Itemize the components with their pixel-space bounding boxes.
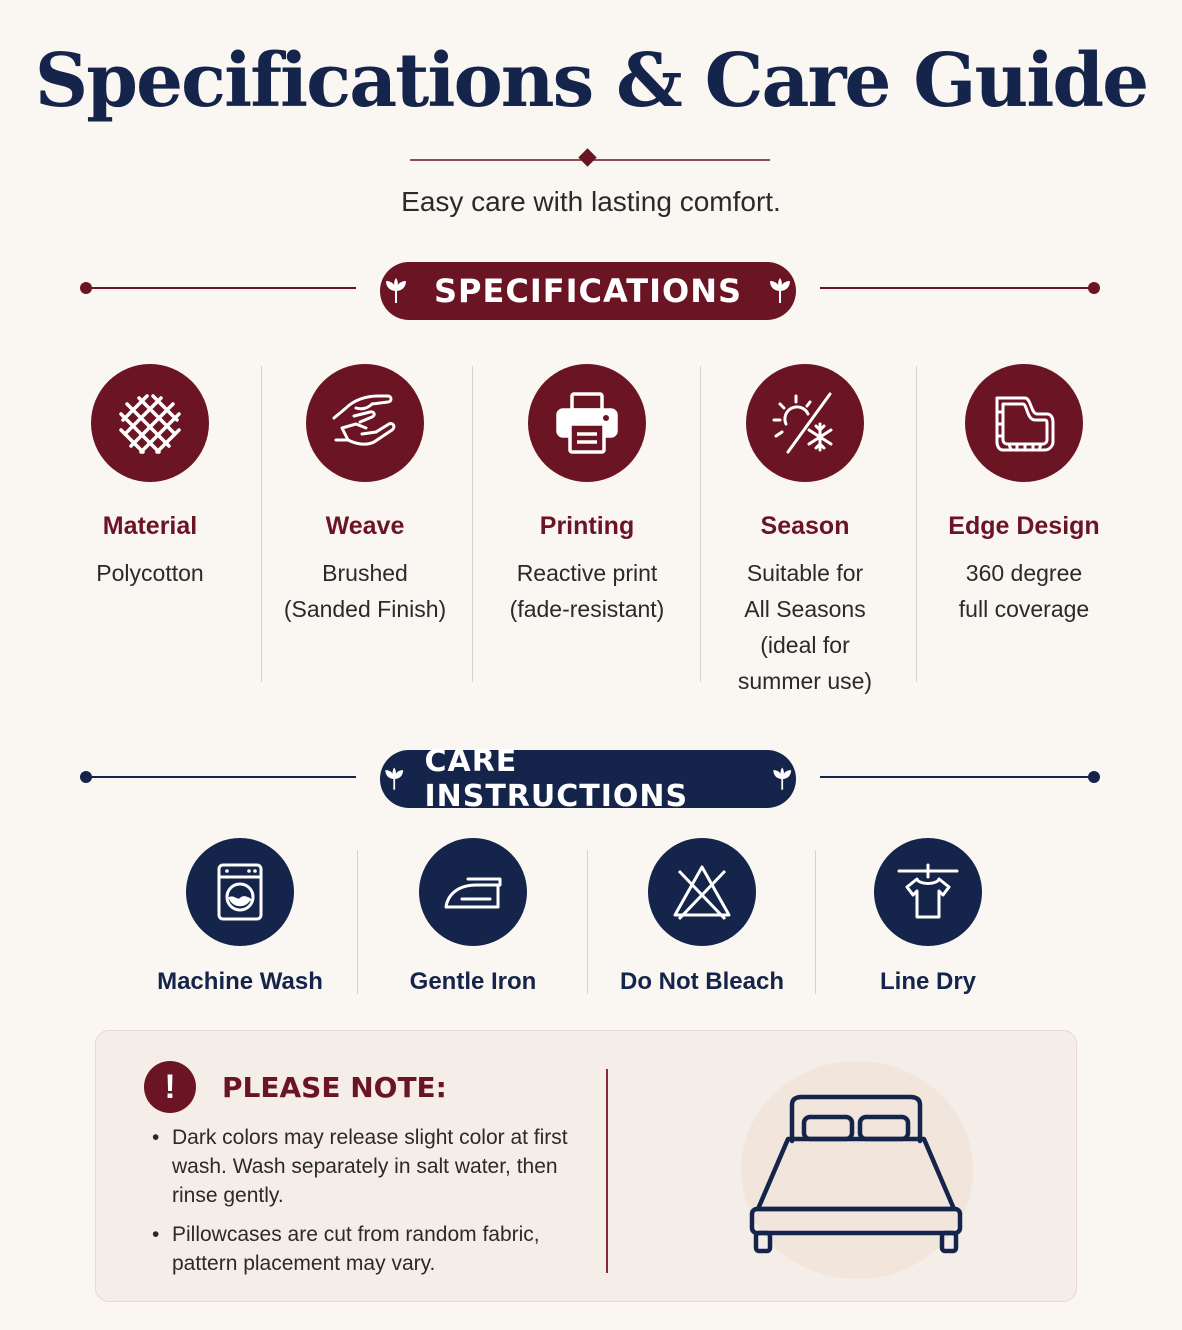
spec-material: Material Polycotton (60, 364, 240, 591)
leaf-icon (772, 767, 791, 790)
hands-icon (332, 394, 396, 446)
alert-icon: ! (144, 1061, 196, 1113)
spec-label: Weave (325, 512, 405, 540)
section-dot-right (1088, 282, 1100, 294)
leaf-icon (770, 278, 790, 303)
section-line-left (86, 776, 356, 778)
care-separator (587, 850, 588, 994)
spec-label: Printing (539, 512, 635, 540)
fabric-weave-icon (119, 394, 181, 454)
care-separator (815, 850, 816, 994)
spec-edge-design: Edge Design 360 degree full coverage (934, 364, 1114, 627)
care-icon-circle (419, 838, 527, 946)
care-heading-text: CARE INSTRUCTIONS (424, 744, 689, 814)
spec-separator (261, 366, 262, 682)
spec-label: Material (102, 512, 198, 540)
spec-separator (916, 366, 917, 682)
note-title: PLEASE NOTE: (222, 1071, 447, 1104)
section-dot-right (1088, 771, 1100, 783)
specifications-heading-text: SPECIFICATIONS (433, 272, 743, 310)
section-line-right (820, 287, 1096, 289)
spec-icon-circle (91, 364, 209, 482)
spec-value: Brushed (Sanded Finish) (283, 560, 447, 622)
care-machine-wash: Machine Wash (150, 838, 330, 996)
care-label: Do Not Bleach (619, 968, 784, 995)
care-line-dry: Line Dry (840, 838, 1016, 996)
page-title: Specifications & Care Guide (34, 38, 1149, 124)
spec-season: Season Suitable for All Seasons (ideal f… (712, 364, 898, 699)
care-separator (357, 850, 358, 994)
care-icon-circle (648, 838, 756, 946)
spec-value: 360 degree full coverage (958, 560, 1090, 622)
title-divider (410, 148, 770, 167)
spec-separator (472, 366, 473, 682)
spec-weave: Weave Brushed (Sanded Finish) (270, 364, 460, 627)
bed-icon (749, 1094, 963, 1254)
care-icon-circle (186, 838, 294, 946)
note-box: ! PLEASE NOTE: Dark colors may release s… (95, 1030, 1077, 1302)
spec-icon-circle (528, 364, 646, 482)
line-dry-icon (897, 863, 959, 919)
page-subtitle: Easy care with lasting comfort. (401, 186, 781, 217)
note-item: Dark colors may release slight color at … (152, 1123, 572, 1210)
spec-value: Reactive print (fade-resistant) (509, 560, 665, 622)
spec-label: Edge Design (948, 512, 1100, 540)
spec-printing: Printing Reactive print (fade-resistant) (487, 364, 687, 627)
specifications-heading: SPECIFICATIONS (380, 262, 796, 320)
note-item: Pillowcases are cut from random fabric, … (152, 1220, 572, 1278)
leaf-icon (385, 767, 404, 790)
washing-machine-icon (217, 863, 263, 921)
sun-snowflake-icon (772, 392, 833, 454)
spec-value: Polycotton (96, 560, 204, 586)
spec-separator (700, 366, 701, 682)
care-heading: CARE INSTRUCTIONS (380, 744, 796, 814)
no-bleach-icon (673, 865, 731, 921)
leaf-icon (385, 278, 406, 303)
section-line-left (86, 287, 356, 289)
spec-icon-circle (965, 364, 1083, 482)
care-label: Gentle Iron (409, 968, 537, 995)
care-do-not-bleach: Do Not Bleach (610, 838, 794, 996)
note-list: Dark colors may release slight color at … (152, 1123, 572, 1288)
spec-icon-circle (746, 364, 864, 482)
spec-icon-circle (306, 364, 424, 482)
care-label: Line Dry (879, 968, 977, 995)
spec-value: Suitable for All Seasons (ideal for summ… (737, 560, 873, 694)
care-label: Machine Wash (157, 968, 323, 995)
spec-label: Season (760, 512, 850, 540)
printer-icon (556, 392, 618, 454)
section-line-right (820, 776, 1096, 778)
care-icon-circle (874, 838, 982, 946)
fitted-sheet-icon (995, 396, 1055, 452)
iron-icon (444, 877, 502, 909)
care-gentle-iron: Gentle Iron (385, 838, 561, 996)
note-divider (606, 1069, 608, 1273)
